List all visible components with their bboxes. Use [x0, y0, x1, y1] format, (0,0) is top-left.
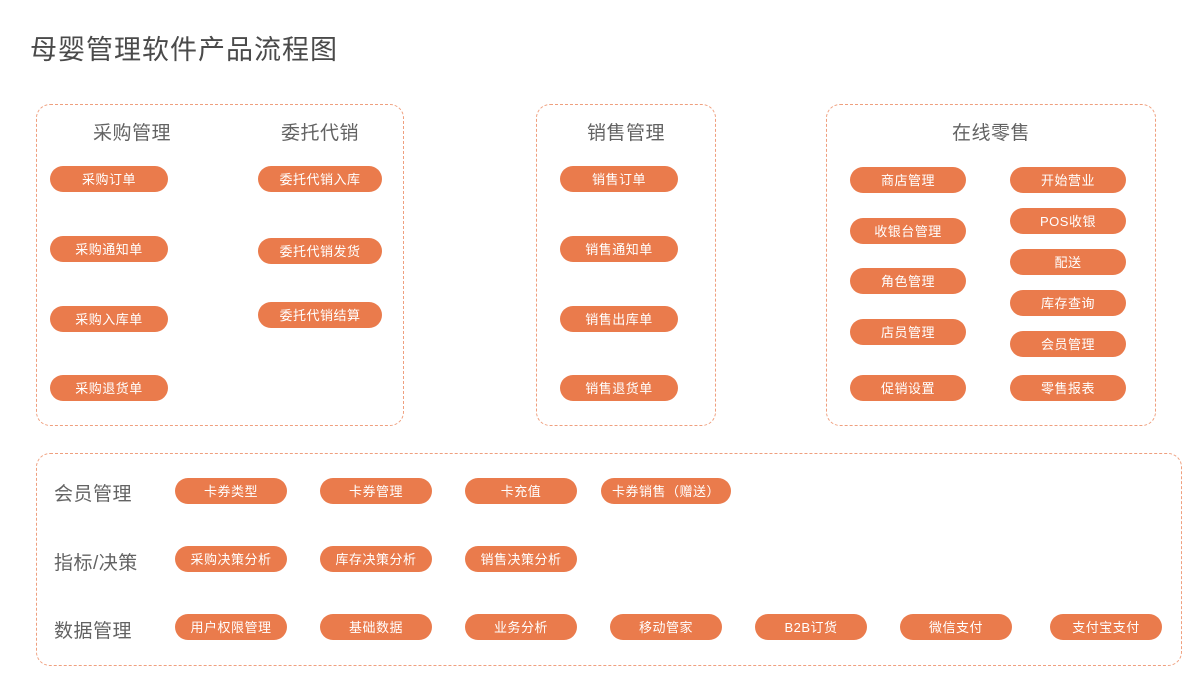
- pill-role-management[interactable]: 角色管理: [850, 268, 966, 294]
- pill-consignment-shipment[interactable]: 委托代销发货: [258, 238, 382, 264]
- pill-purchase-inbound[interactable]: 采购入库单: [50, 306, 168, 332]
- row-label-metrics-decision: 指标/决策: [54, 553, 138, 574]
- pill-member-management-retail[interactable]: 会员管理: [1010, 331, 1126, 357]
- pill-sales-decision-analysis[interactable]: 销售决策分析: [465, 546, 577, 572]
- pill-b2b-ordering[interactable]: B2B订货: [755, 614, 867, 640]
- pill-mobile-steward[interactable]: 移动管家: [610, 614, 722, 640]
- pill-pos-checkout[interactable]: POS收银: [1010, 208, 1126, 234]
- panel-platform: [36, 453, 1182, 666]
- pill-retail-report[interactable]: 零售报表: [1010, 375, 1126, 401]
- pill-sales-notice[interactable]: 销售通知单: [560, 236, 678, 262]
- pill-consignment-settlement[interactable]: 委托代销结算: [258, 302, 382, 328]
- pill-business-analysis[interactable]: 业务分析: [465, 614, 577, 640]
- pill-cashier-desk-management[interactable]: 收银台管理: [850, 218, 966, 244]
- pill-delivery[interactable]: 配送: [1010, 249, 1126, 275]
- pill-sales-return[interactable]: 销售退货单: [560, 375, 678, 401]
- column-heading-sales: 销售管理: [586, 123, 665, 144]
- pill-user-permission-management[interactable]: 用户权限管理: [175, 614, 287, 640]
- column-heading-consignment: 委托代销: [280, 123, 359, 144]
- pill-purchase-return[interactable]: 采购退货单: [50, 375, 168, 401]
- panel-heading-retail: 在线零售: [951, 123, 1030, 144]
- panel-procurement: [36, 104, 404, 426]
- column-heading-procurement: 采购管理: [92, 123, 171, 144]
- pill-procurement-decision-analysis[interactable]: 采购决策分析: [175, 546, 287, 572]
- pill-start-business[interactable]: 开始营业: [1010, 167, 1126, 193]
- page-title: 母婴管理软件产品流程图: [30, 35, 338, 65]
- pill-wechat-pay[interactable]: 微信支付: [900, 614, 1012, 640]
- pill-inventory-decision-analysis[interactable]: 库存决策分析: [320, 546, 432, 572]
- pill-card-type[interactable]: 卡券类型: [175, 478, 287, 504]
- pill-card-recharge[interactable]: 卡充值: [465, 478, 577, 504]
- pill-card-sale-gift[interactable]: 卡券销售（赠送）: [601, 478, 731, 504]
- pill-alipay-pay[interactable]: 支付宝支付: [1050, 614, 1162, 640]
- row-label-member-management: 会员管理: [54, 484, 133, 505]
- pill-purchase-notice[interactable]: 采购通知单: [50, 236, 168, 262]
- panel-retail: [826, 104, 1156, 426]
- pill-inventory-query[interactable]: 库存查询: [1010, 290, 1126, 316]
- pill-consignment-inbound[interactable]: 委托代销入库: [258, 166, 382, 192]
- pill-promotion-settings[interactable]: 促销设置: [850, 375, 966, 401]
- pill-store-management[interactable]: 商店管理: [850, 167, 966, 193]
- row-label-data-management: 数据管理: [54, 621, 133, 642]
- pill-card-management[interactable]: 卡券管理: [320, 478, 432, 504]
- panel-sales: [536, 104, 716, 426]
- pill-basic-data[interactable]: 基础数据: [320, 614, 432, 640]
- pill-purchase-order[interactable]: 采购订单: [50, 166, 168, 192]
- pill-clerk-management[interactable]: 店员管理: [850, 319, 966, 345]
- pill-sales-outbound[interactable]: 销售出库单: [560, 306, 678, 332]
- pill-sales-order[interactable]: 销售订单: [560, 166, 678, 192]
